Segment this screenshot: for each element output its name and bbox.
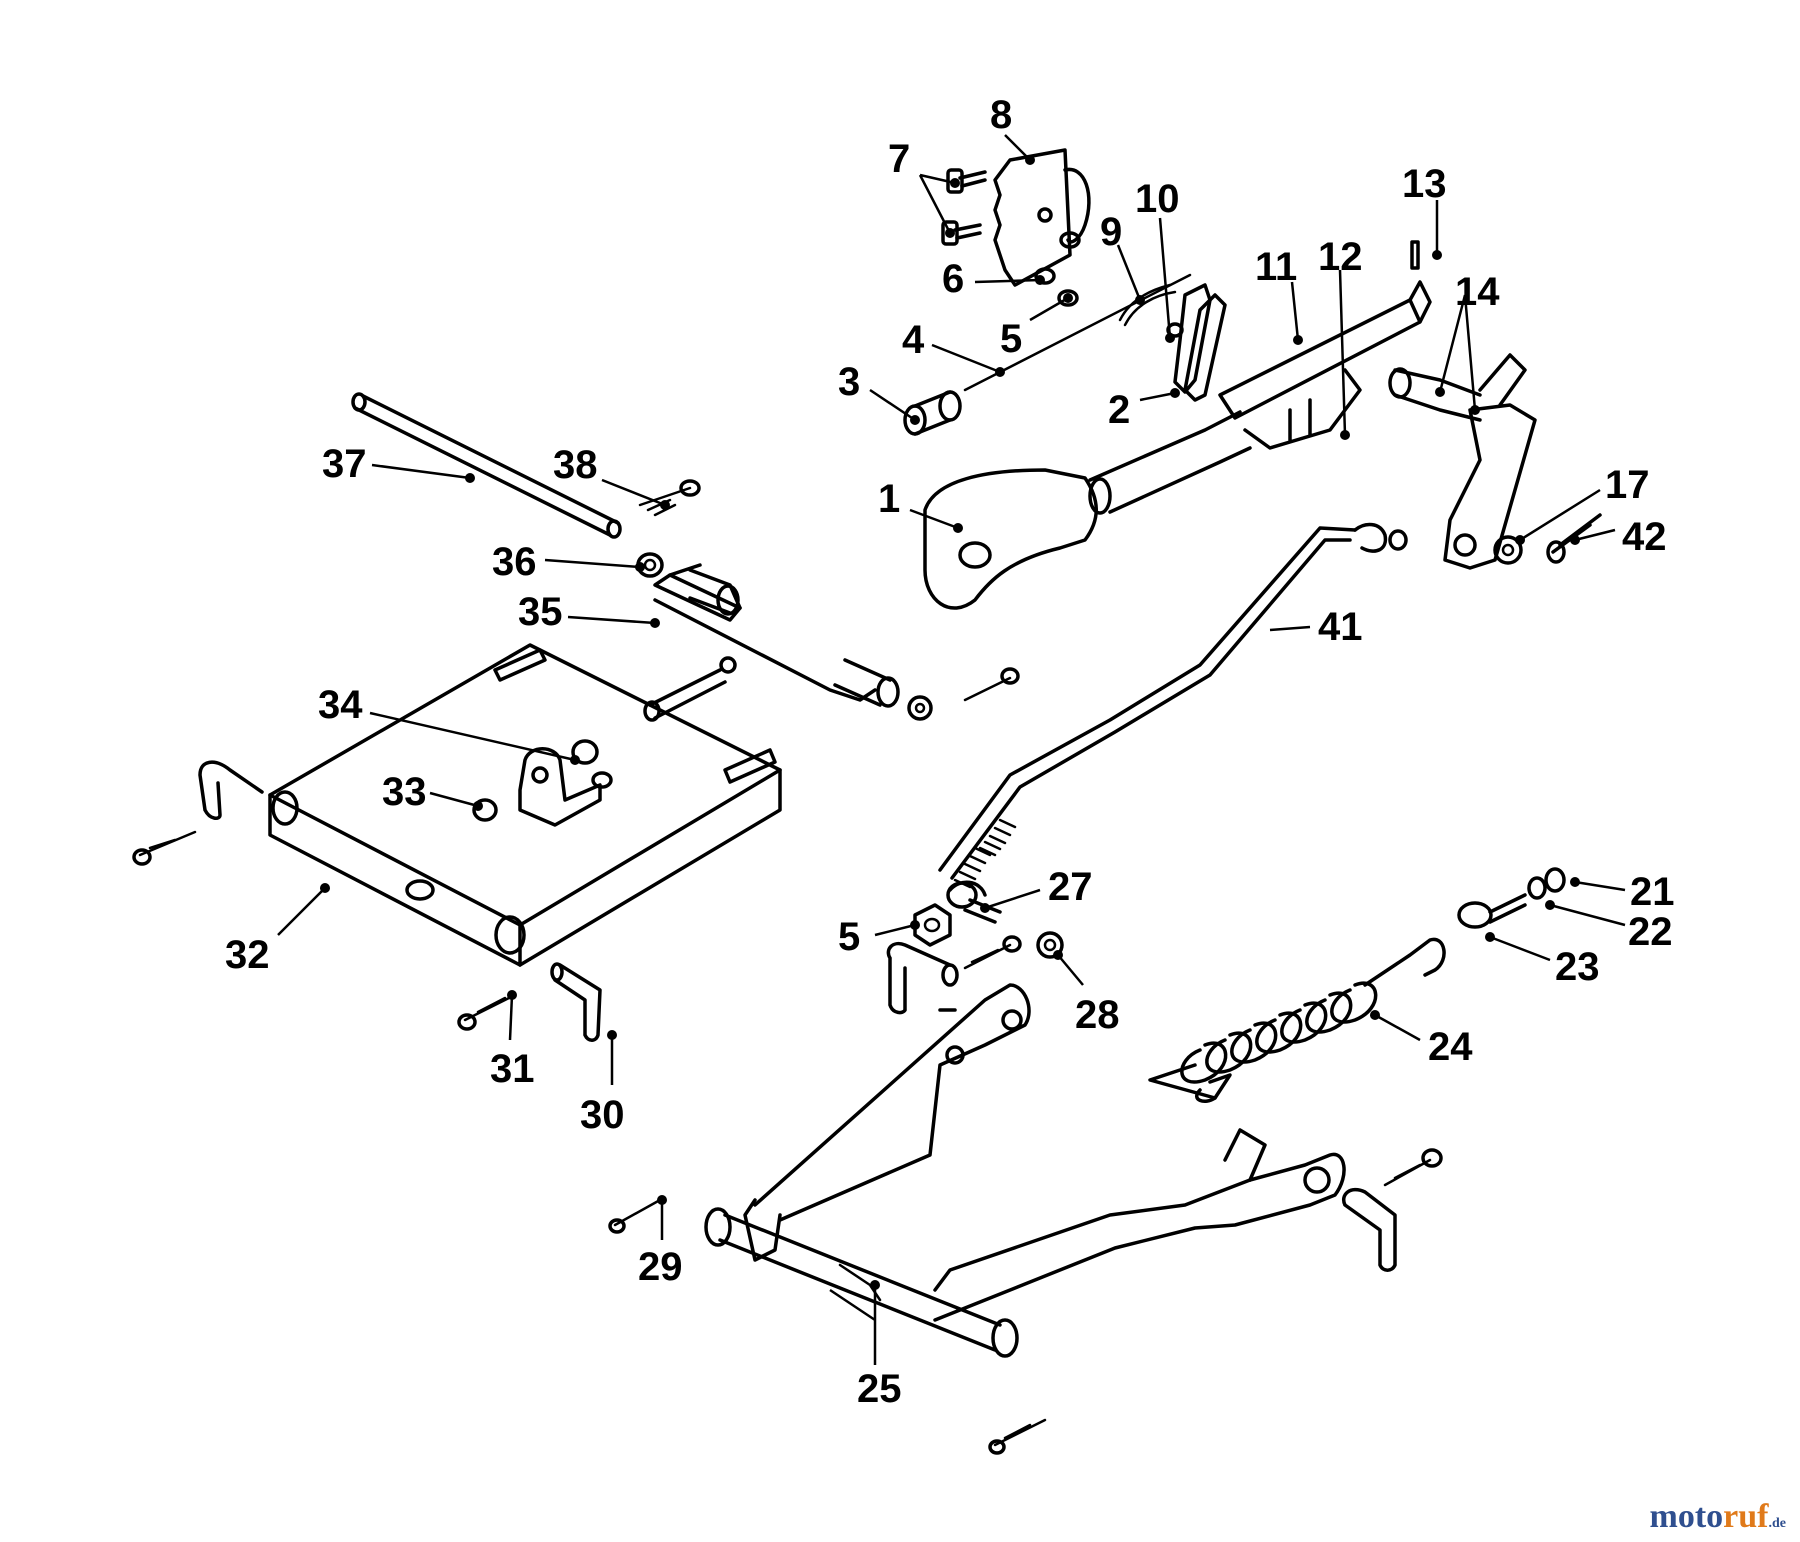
handle-arm: [1443, 403, 1537, 570]
nut-5-lower: [913, 903, 952, 947]
nut-6: [1034, 267, 1056, 285]
callout-29: 29: [638, 1245, 683, 1289]
cotter-pin-31: [457, 993, 517, 1031]
callout-2: 2: [1108, 388, 1130, 432]
lift-arm-25: [704, 983, 1346, 1358]
callout-25: 25: [857, 1367, 902, 1411]
callout-23: 23: [1555, 945, 1600, 989]
bushing-3: [903, 390, 962, 436]
sector-plate-flange: [1063, 167, 1091, 244]
bent-pin-left: [198, 760, 264, 820]
handle-shaft-end: [1388, 367, 1412, 399]
cotter-pin-bottom: [988, 1418, 1047, 1455]
callout-27: 27: [1048, 865, 1093, 909]
washer-22: [1527, 876, 1547, 900]
handle-main-bar: [1218, 280, 1432, 420]
nut-33: [472, 798, 498, 822]
callout-labels: 1 2 3 4 5 6 7 8 9 10 11 12 13 14 17 42 4…: [225, 93, 1675, 1411]
callout-31: 31: [490, 1047, 535, 1091]
cotter-pin-left: [132, 830, 197, 866]
lock-lever-nut: [1166, 322, 1184, 338]
callout-36: 36: [492, 540, 537, 584]
callout-12: 12: [1318, 235, 1363, 279]
lock-lever-2: [1173, 283, 1212, 394]
bolt-7-lower: [941, 220, 982, 246]
handle-cross-shaft: [1393, 368, 1482, 422]
handle-tube-end: [1088, 477, 1112, 515]
callout-21: 21: [1630, 870, 1675, 914]
callout-17: 17: [1605, 463, 1650, 507]
callout-30: 30: [580, 1093, 625, 1137]
callout-32: 32: [225, 933, 270, 977]
callout-1: 1: [878, 477, 900, 521]
washer-17: [1493, 535, 1523, 565]
nut-5-upper: [1057, 289, 1079, 307]
callout-33: 33: [382, 770, 427, 814]
bolt-7-upper: [946, 168, 987, 194]
watermark-part-b: ruf: [1723, 1498, 1769, 1535]
bent-pin-middle: [886, 942, 959, 1015]
pin-13: [1410, 240, 1420, 270]
watermark-part-c: .de: [1768, 1516, 1787, 1531]
callout-35: 35: [518, 590, 563, 634]
cotter-pin-middle: [963, 935, 1022, 970]
bent-pin-30: [550, 962, 602, 1042]
nut-34: [571, 739, 599, 765]
washer-21: [1544, 867, 1566, 893]
callout-5-lower: 5: [838, 915, 860, 959]
cotter-pin-right: [1383, 1148, 1443, 1187]
callout-13: 13: [1402, 162, 1447, 206]
leader-lines: [277, 134, 1626, 1365]
callout-4: 4: [902, 318, 925, 362]
callout-41: 41: [1318, 605, 1363, 649]
callout-8: 8: [990, 93, 1012, 137]
callout-9: 9: [1100, 210, 1122, 254]
callout-24: 24: [1428, 1025, 1473, 1069]
handle-tube: [1088, 410, 1252, 514]
callout-34: 34: [318, 683, 363, 727]
bracket-35: [643, 563, 900, 722]
callout-14: 14: [1455, 270, 1500, 314]
cotter-pin-29: [608, 1198, 662, 1234]
lift-link-41: [938, 522, 1408, 889]
bent-pin-right: [1342, 1187, 1397, 1272]
sector-plate-hole: [1037, 207, 1053, 223]
handle-arm-hole: [1453, 533, 1477, 557]
handle-grip: [923, 468, 1098, 610]
base-plate-32: [268, 643, 782, 967]
trunnion-27: [946, 880, 1002, 924]
sector-plate-assembly: [903, 148, 1212, 436]
rod-37: [351, 392, 622, 539]
handle-grip-hole: [958, 541, 992, 569]
lift-handle-assembly: [923, 240, 1537, 610]
nut-upper: [1059, 231, 1081, 249]
callout-7: 7: [888, 137, 910, 181]
washer-right-35: [907, 695, 933, 721]
spring-24: [1148, 937, 1446, 1103]
callout-6: 6: [942, 257, 964, 301]
callout-5-upper: 5: [1000, 317, 1022, 361]
washer-28: [1036, 931, 1064, 959]
callout-22: 22: [1628, 910, 1673, 954]
handle-bracket: [1243, 368, 1362, 450]
sector-plate: [993, 148, 1072, 287]
callout-37: 37: [322, 442, 367, 486]
cotter-pin-35: [963, 667, 1020, 702]
callout-3: 3: [838, 360, 860, 404]
eyebolt-23: [1457, 893, 1527, 929]
watermark-part-a: moto: [1649, 1498, 1724, 1535]
watermark-logo: motoruf.de: [1650, 1498, 1786, 1536]
callout-28: 28: [1075, 993, 1120, 1037]
callout-42: 42: [1622, 515, 1667, 559]
callout-10: 10: [1135, 177, 1180, 221]
callout-38: 38: [553, 443, 598, 487]
callout-11: 11: [1255, 245, 1297, 289]
handle-arm-tab: [1478, 353, 1527, 407]
